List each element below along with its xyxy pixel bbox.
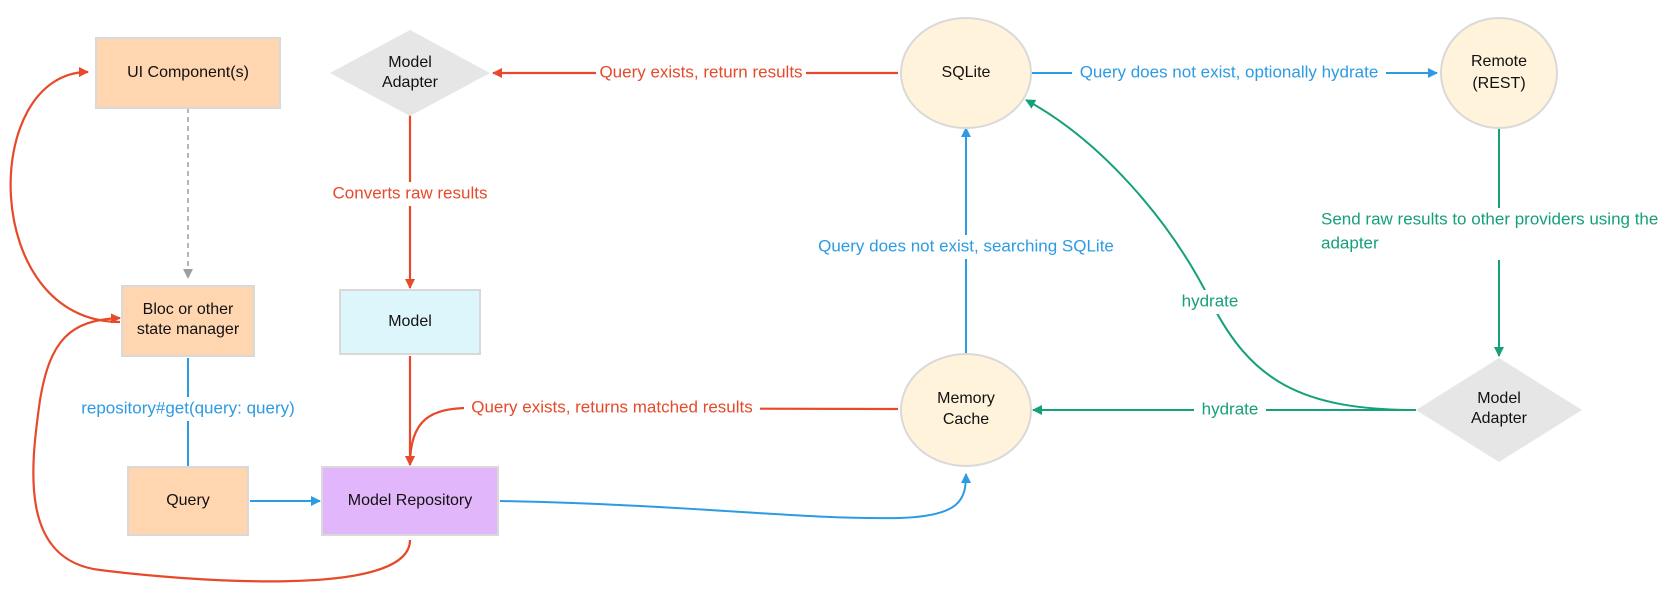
edge-repo-to-bloc [32,313,412,583]
node-ui-component: UI Component(s) [95,37,281,109]
svg-text:UI Component(s): UI Component(s) [127,64,249,81]
node-model: Model [339,289,481,355]
label-query-not-exist-search: Query does not exist, searching SQLite [818,236,1114,255]
svg-text:state manager: state manager [137,321,240,338]
edge-repo-to-memory [499,473,971,520]
svg-text:Adapter: Adapter [382,74,439,91]
label-repo-get: repository#get(query: query) [81,398,295,417]
svg-text:Model: Model [388,54,432,71]
node-model-adapter-right: Model Adapter [1416,358,1582,462]
svg-text:Query: Query [166,492,210,509]
label-hydrate-sqlite: hydrate [1182,291,1239,310]
label-query-exists-matched: Query exists, returns matched results [471,397,753,416]
label-send-raw-line2: adapter [1321,233,1379,252]
node-query: Query [127,466,249,536]
node-model-repository: Model Repository [321,466,499,536]
svg-text:Model: Model [1477,390,1521,407]
node-bloc: Bloc or other state manager [121,285,255,357]
svg-text:Adapter: Adapter [1471,410,1528,427]
label-hydrate-memory: hydrate [1202,399,1259,418]
svg-text:(REST): (REST) [1472,75,1525,92]
label-query-exists-return: Query exists, return results [599,62,802,81]
node-remote: Remote (REST) [1440,17,1558,129]
svg-text:Remote: Remote [1471,53,1527,70]
svg-text:Bloc or other: Bloc or other [143,301,234,318]
svg-text:Model: Model [388,313,432,330]
label-query-not-exist-hydrate: Query does not exist, optionally hydrate [1080,62,1379,81]
svg-text:Model Repository: Model Repository [348,492,473,509]
node-memory-cache: Memory Cache [900,353,1032,467]
node-sqlite: SQLite [900,17,1032,129]
svg-text:Memory: Memory [937,390,995,407]
svg-text:SQLite: SQLite [942,64,991,81]
label-send-raw-line1: Send raw results to other providers usin… [1321,209,1658,228]
svg-text:Cache: Cache [943,411,989,428]
label-converts: Converts raw results [333,183,488,202]
node-model-adapter-top: Model Adapter [330,30,490,116]
edge-bloc-to-ui [9,67,121,324]
